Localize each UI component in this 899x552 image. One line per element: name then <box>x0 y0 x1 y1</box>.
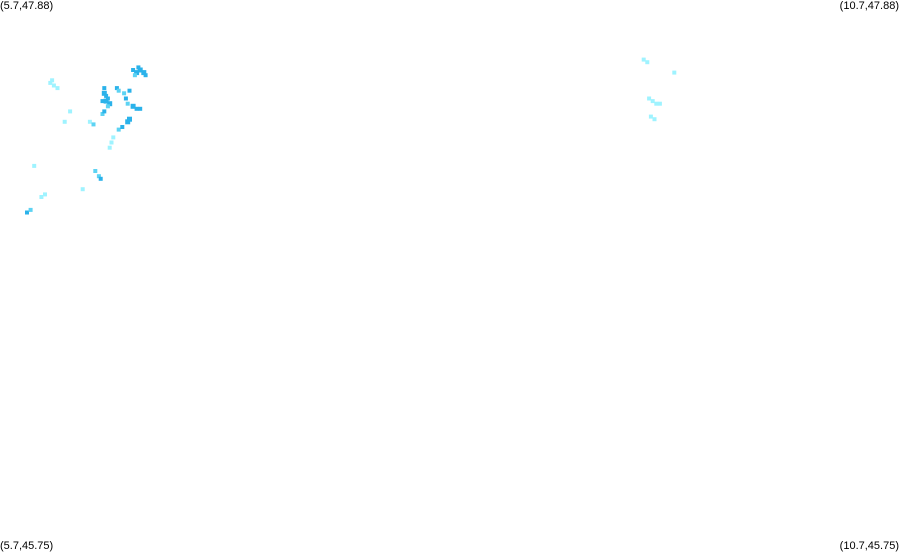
data-point <box>100 99 105 104</box>
data-point <box>39 195 44 199</box>
data-point <box>125 101 130 106</box>
data-point <box>138 106 143 111</box>
data-point <box>51 83 56 88</box>
data-point <box>657 101 662 106</box>
data-point <box>25 210 29 215</box>
data-point <box>116 88 121 93</box>
data-point <box>43 192 47 197</box>
data-point <box>55 86 60 91</box>
data-point <box>48 80 53 85</box>
data-point <box>102 86 107 91</box>
data-point <box>136 65 141 70</box>
data-point <box>109 140 114 145</box>
data-point <box>32 163 37 168</box>
data-point <box>137 67 143 73</box>
data-point <box>50 78 55 83</box>
data-point <box>62 119 67 124</box>
data-point <box>127 88 132 93</box>
data-point <box>131 68 136 72</box>
corner-label-bottom-left: (5.7,45.75) <box>0 540 54 552</box>
data-point <box>103 98 109 104</box>
data-point <box>80 187 85 192</box>
data-point <box>98 176 103 181</box>
data-point <box>672 70 677 75</box>
data-point <box>87 119 92 124</box>
data-point <box>652 117 657 122</box>
data-point <box>105 96 110 101</box>
data-point <box>125 119 131 125</box>
data-point <box>645 60 650 65</box>
data-point <box>648 114 653 119</box>
data-point <box>104 93 109 98</box>
data-point <box>107 101 113 107</box>
data-point <box>122 91 127 96</box>
data-point <box>127 116 132 122</box>
data-point <box>107 145 112 150</box>
data-point <box>93 169 98 173</box>
data-point <box>134 106 139 111</box>
corner-label-top-right: (10.7,47.88) <box>839 0 899 12</box>
data-point <box>114 86 119 91</box>
data-point <box>100 112 105 116</box>
data-point <box>105 104 110 109</box>
data-point <box>654 101 659 106</box>
data-point <box>116 127 121 132</box>
corner-label-top-left: (5.7,47.88) <box>0 0 54 12</box>
data-point <box>134 70 140 76</box>
data-point <box>28 207 33 212</box>
data-point <box>141 70 147 76</box>
data-point <box>96 174 101 179</box>
data-point <box>650 99 655 104</box>
data-point <box>647 96 652 101</box>
data-point <box>641 57 646 62</box>
data-point <box>102 109 107 114</box>
data-point <box>91 122 96 127</box>
data-point <box>120 125 125 129</box>
data-point <box>111 135 116 140</box>
data-point <box>101 90 107 96</box>
data-point <box>68 109 73 114</box>
data-point <box>143 73 148 78</box>
data-points-layer <box>25 57 677 215</box>
corner-label-bottom-right: (10.7,45.75) <box>839 540 899 552</box>
data-point <box>130 103 136 109</box>
data-point <box>123 96 128 101</box>
data-point <box>132 73 137 78</box>
